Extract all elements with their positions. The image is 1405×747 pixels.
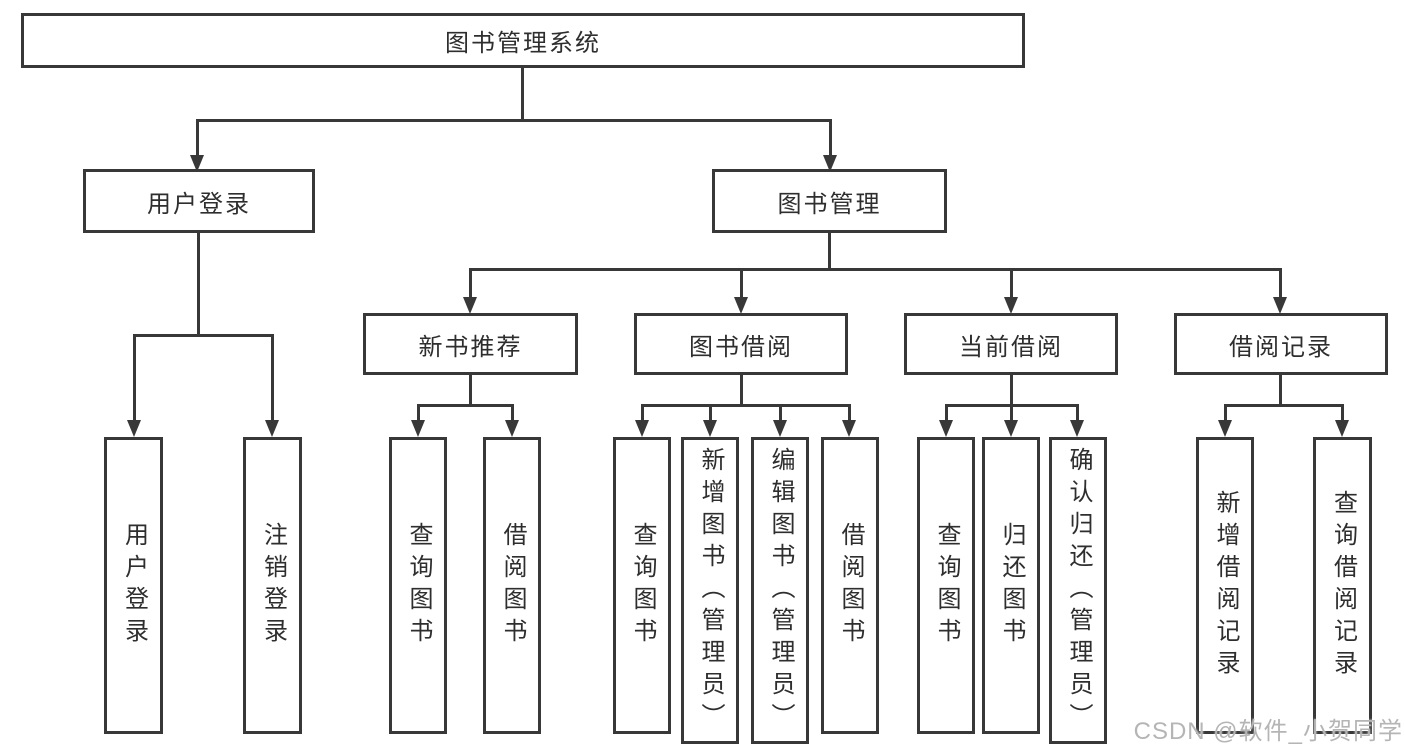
node-borrowing-records-label: 借阅记录 — [1229, 333, 1333, 361]
node-leaf-user-login: 用户登录 — [104, 437, 163, 734]
leaf-label: 新增借阅记录 — [1212, 489, 1239, 682]
connector — [417, 404, 420, 421]
node-book-borrowing-label: 图书借阅 — [689, 333, 793, 361]
connector — [469, 268, 472, 298]
connector — [133, 334, 274, 337]
node-current-borrowing: 当前借阅 — [904, 313, 1118, 375]
arrow-down-icon — [463, 297, 477, 314]
arrow-down-icon — [1335, 420, 1349, 437]
arrow-down-icon — [1273, 297, 1287, 314]
connector — [469, 268, 1282, 271]
connector — [740, 375, 743, 407]
node-leaf-query-books-1: 查询图书 — [389, 437, 447, 734]
connector — [641, 404, 851, 407]
node-borrowing-records: 借阅记录 — [1174, 313, 1388, 375]
connector — [1224, 404, 1227, 421]
connector — [1279, 375, 1282, 407]
node-leaf-return-books: 归还图书 — [982, 437, 1040, 734]
leaf-label: 归还图书 — [998, 521, 1025, 650]
connector — [133, 334, 136, 421]
leaf-label: 新增图书（管理员） — [697, 446, 724, 735]
arrow-down-icon — [823, 155, 837, 172]
arrow-down-icon — [505, 420, 519, 437]
connector — [641, 404, 644, 421]
connector — [196, 119, 199, 156]
arrow-down-icon — [411, 420, 425, 437]
connector — [945, 404, 948, 421]
arrow-down-icon — [842, 420, 856, 437]
connector — [828, 233, 831, 270]
arrow-down-icon — [635, 420, 649, 437]
leaf-label: 查询借阅记录 — [1329, 489, 1357, 682]
node-leaf-borrow-books-2: 借阅图书 — [821, 437, 879, 734]
leaf-label: 借阅图书 — [499, 521, 526, 650]
arrow-down-icon — [1004, 420, 1018, 437]
node-book-borrowing: 图书借阅 — [634, 313, 848, 375]
leaf-label: 确认归还（管理员） — [1065, 446, 1092, 735]
node-new-book-recommend: 新书推荐 — [363, 313, 578, 375]
connector — [1076, 404, 1079, 421]
node-book-management-label: 图书管理 — [777, 190, 882, 218]
arrow-down-icon — [127, 420, 141, 437]
connector — [848, 404, 851, 421]
node-leaf-confirm-return-admin: 确认归还（管理员） — [1049, 437, 1107, 744]
leaf-label: 查询图书 — [405, 521, 432, 650]
connector — [1010, 268, 1013, 298]
connector — [1010, 404, 1013, 421]
connector — [779, 404, 782, 421]
connector — [417, 404, 514, 407]
arrow-down-icon — [773, 420, 787, 437]
connector — [271, 334, 274, 421]
node-leaf-add-borrow-record: 新增借阅记录 — [1196, 437, 1254, 734]
node-user-login-label: 用户登录 — [147, 190, 251, 218]
arrow-down-icon — [190, 155, 204, 172]
leaf-label: 用户登录 — [120, 521, 148, 650]
node-leaf-add-books-admin: 新增图书（管理员） — [681, 437, 739, 744]
node-leaf-query-books-2: 查询图书 — [613, 437, 671, 734]
connector — [521, 68, 524, 121]
connector — [1224, 404, 1343, 407]
connector — [740, 268, 743, 298]
node-book-management: 图书管理 — [712, 169, 947, 233]
connector — [196, 119, 832, 122]
leaf-label: 借阅图书 — [837, 521, 864, 650]
connector — [469, 375, 472, 407]
arrow-down-icon — [1218, 420, 1232, 437]
connector — [511, 404, 514, 421]
node-user-login: 用户登录 — [83, 169, 315, 233]
connector — [1341, 404, 1344, 421]
node-leaf-edit-books-admin: 编辑图书（管理员） — [751, 437, 809, 744]
node-root: 图书管理系统 — [21, 13, 1025, 68]
connector — [1279, 268, 1282, 298]
leaf-label: 注销登录 — [259, 521, 287, 650]
connector — [1010, 375, 1013, 407]
node-leaf-query-borrow-record: 查询借阅记录 — [1313, 437, 1372, 734]
node-leaf-borrow-books-1: 借阅图书 — [483, 437, 541, 734]
arrow-down-icon — [703, 420, 717, 437]
arrow-down-icon — [1070, 420, 1084, 437]
arrow-down-icon — [734, 297, 748, 314]
connector — [829, 119, 832, 156]
node-current-borrowing-label: 当前借阅 — [959, 333, 1063, 361]
leaf-label: 编辑图书（管理员） — [767, 446, 794, 735]
leaf-label: 查询图书 — [933, 521, 960, 650]
arrow-down-icon — [1004, 297, 1018, 314]
connector — [197, 233, 200, 336]
node-leaf-logout: 注销登录 — [243, 437, 302, 734]
arrow-down-icon — [939, 420, 953, 437]
connector — [709, 404, 712, 421]
arrow-down-icon — [265, 420, 279, 437]
leaf-label: 查询图书 — [629, 521, 656, 650]
node-leaf-query-books-3: 查询图书 — [917, 437, 975, 734]
node-root-label: 图书管理系统 — [445, 30, 601, 57]
node-new-book-recommend-label: 新书推荐 — [418, 333, 523, 361]
csdn-watermark: CSDN @软件_小贺同学 — [1133, 718, 1403, 745]
